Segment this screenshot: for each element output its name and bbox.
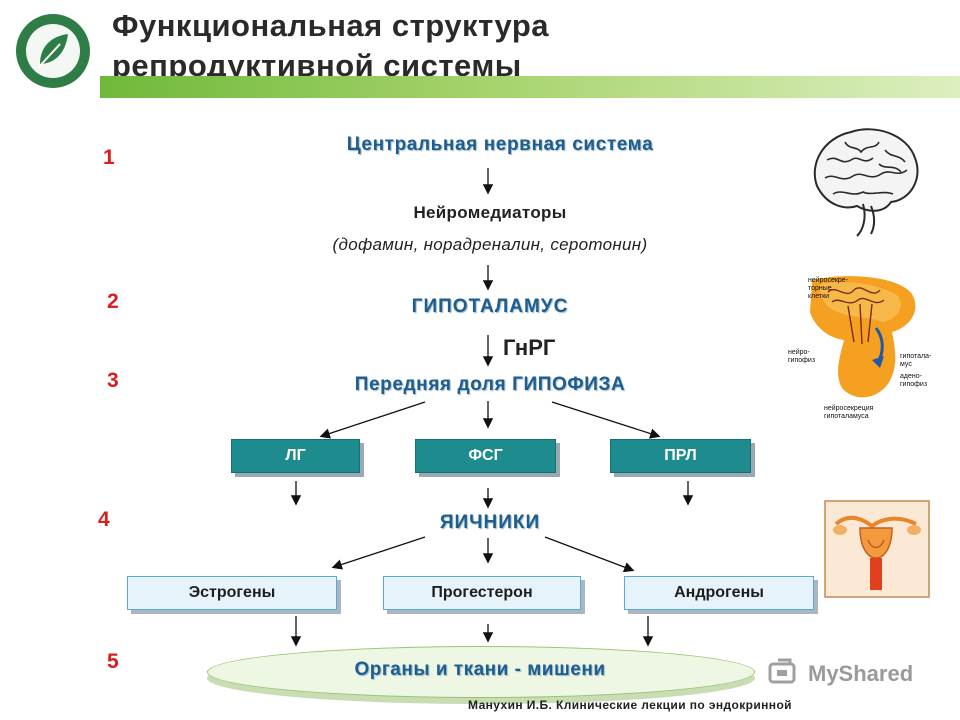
label-gnrh: ГнРГ — [503, 335, 556, 360]
level-number-3: 3 — [107, 369, 119, 392]
hypothalamus-pituitary-illustration: нейросекре- торные клетки нейро- гипофиз… — [788, 272, 934, 427]
svg-text:адено-: адено- — [900, 373, 923, 380]
leaf-logo-icon — [16, 14, 90, 88]
svg-text:мус: мус — [900, 361, 912, 368]
watermark-text: MyShared — [808, 661, 914, 686]
box-progesterone: Прогестерон — [383, 576, 581, 610]
box-estrogens: Эстрогены — [127, 576, 337, 610]
box-androgens: Андрогены — [624, 576, 814, 610]
svg-text:нейросекреция: нейросекреция — [824, 404, 874, 412]
svg-text:нейросекре-: нейросекре- — [808, 276, 849, 284]
node-neuromediators: Нейромедиаторы — [413, 203, 567, 222]
level-number-2: 2 — [107, 290, 119, 313]
svg-text:гипотала-: гипотала- — [900, 353, 932, 360]
svg-text:клетки: клетки — [808, 293, 829, 300]
box-lh: ЛГ — [231, 439, 360, 473]
target-organs-ellipse — [207, 646, 755, 698]
node-neuromediators-list: (дофамин, норадреналин, серотонин) — [332, 235, 648, 254]
node-target-organs: Органы и ткани - мишени — [354, 659, 606, 680]
uterus-illustration — [824, 500, 930, 603]
svg-text:гипоталамуса: гипоталамуса — [824, 413, 869, 420]
level-number-4: 4 — [98, 508, 110, 531]
node-hypothalamus: ГИПОТАЛАМУС — [411, 296, 569, 317]
footer-citation: Манухин И.Б. Клинические лекции по эндок… — [468, 698, 792, 712]
box-fsh: ФСГ — [415, 439, 556, 473]
svg-text:торные: торные — [808, 285, 832, 292]
node-cns: Центральная нервная система — [346, 134, 654, 155]
level-number-1: 1 — [103, 146, 115, 169]
level-number-5: 5 — [107, 650, 119, 673]
node-pituitary: Передняя доля ГИПОФИЗА — [354, 374, 626, 395]
header-bar — [100, 76, 960, 98]
box-prl: ПРЛ — [610, 439, 751, 473]
svg-text:гипофиз: гипофиз — [788, 357, 815, 364]
brain-illustration — [805, 120, 923, 243]
title-line-1: Функциональная структура — [112, 8, 550, 43]
svg-text:гипофиз: гипофиз — [900, 381, 927, 388]
node-ovaries: ЯИЧНИКИ — [439, 512, 541, 533]
svg-text:нейро-: нейро- — [788, 348, 810, 356]
myshared-logo-icon — [768, 658, 800, 688]
